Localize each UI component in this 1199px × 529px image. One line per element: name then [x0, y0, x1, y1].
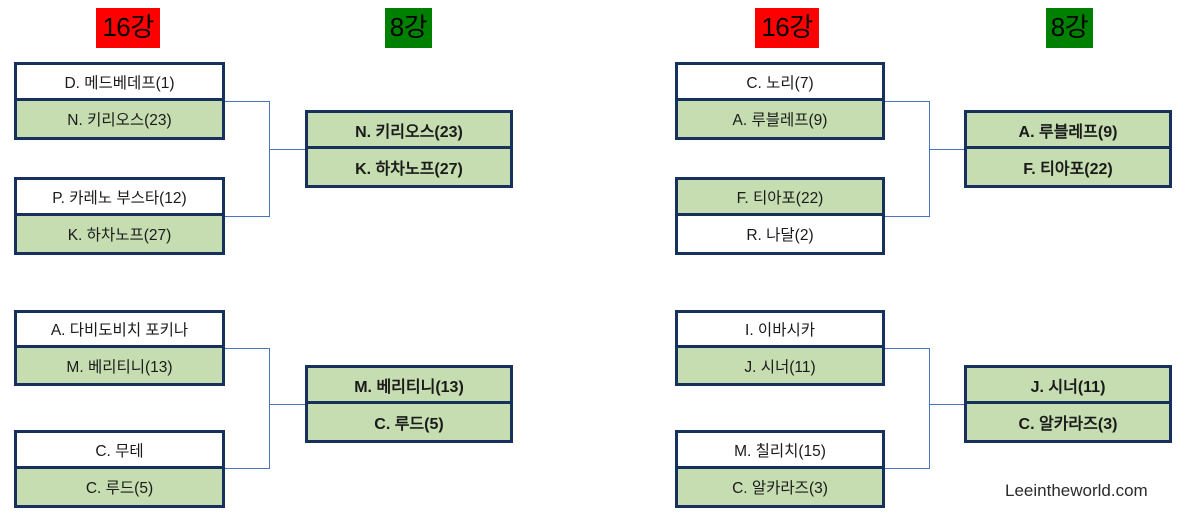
- match-slot[interactable]: N. 키리오스(23): [17, 101, 222, 137]
- match-slot[interactable]: N. 키리오스(23): [308, 113, 510, 149]
- connector-left-vertical-bottom: [269, 348, 270, 469]
- match-box-left-qf-1[interactable]: N. 키리오스(23) K. 하차노프(27): [305, 110, 513, 188]
- connector-right-to-qf1: [929, 149, 965, 150]
- match-slot[interactable]: C. 루드(5): [308, 404, 510, 440]
- match-slot[interactable]: K. 하차노프(27): [17, 216, 222, 252]
- match-slot[interactable]: C. 무테: [17, 433, 222, 469]
- match-box-left-qf-2[interactable]: M. 베리티니(13) C. 루드(5): [305, 365, 513, 443]
- match-box-right-r16-3[interactable]: I. 이바시카 J. 시너(11): [675, 310, 885, 386]
- round-header-right-quarter: 8강: [1046, 8, 1093, 48]
- connector-right-vertical-top: [929, 101, 930, 217]
- match-slot[interactable]: F. 티아포(22): [678, 180, 882, 216]
- match-box-right-r16-2[interactable]: F. 티아포(22) R. 나달(2): [675, 177, 885, 255]
- match-slot[interactable]: A. 다비도비치 포키나: [17, 313, 222, 348]
- round-header-right-round16: 16강: [755, 8, 819, 48]
- connector-left-m1: [225, 101, 270, 102]
- match-box-right-qf-2[interactable]: J. 시너(11) C. 알카라즈(3): [964, 365, 1172, 443]
- connector-right-m2: [885, 216, 930, 217]
- match-slot[interactable]: M. 베리티니(13): [308, 368, 510, 404]
- connector-left-to-qf1: [269, 149, 306, 150]
- match-box-left-r16-3[interactable]: A. 다비도비치 포키나 M. 베리티니(13): [14, 310, 225, 386]
- match-box-right-r16-1[interactable]: C. 노리(7) A. 루블레프(9): [675, 62, 885, 140]
- match-box-left-r16-2[interactable]: P. 카레노 부스타(12) K. 하차노프(27): [14, 177, 225, 255]
- match-box-right-r16-4[interactable]: M. 칠리치(15) C. 알카라즈(3): [675, 430, 885, 508]
- match-slot[interactable]: M. 칠리치(15): [678, 433, 882, 469]
- match-slot[interactable]: J. 시너(11): [967, 368, 1169, 404]
- match-box-left-r16-4[interactable]: C. 무테 C. 루드(5): [14, 430, 225, 508]
- match-slot[interactable]: P. 카레노 부스타(12): [17, 180, 222, 216]
- match-slot[interactable]: K. 하차노프(27): [308, 149, 510, 185]
- match-slot[interactable]: C. 알카라즈(3): [678, 469, 882, 505]
- match-slot[interactable]: D. 메드베데프(1): [17, 65, 222, 101]
- watermark-text: Leeintheworld.com: [1005, 481, 1148, 500]
- match-slot[interactable]: J. 시너(11): [678, 348, 882, 383]
- connector-left-m4: [225, 468, 270, 469]
- match-slot[interactable]: C. 루드(5): [17, 469, 222, 505]
- match-slot[interactable]: C. 노리(7): [678, 65, 882, 101]
- match-box-left-r16-1[interactable]: D. 메드베데프(1) N. 키리오스(23): [14, 62, 225, 140]
- match-slot[interactable]: M. 베리티니(13): [17, 348, 222, 383]
- match-slot[interactable]: I. 이바시카: [678, 313, 882, 348]
- connector-right-m4: [885, 468, 930, 469]
- connector-right-m3: [885, 348, 930, 349]
- connector-left-vertical-top: [269, 101, 270, 217]
- match-slot[interactable]: R. 나달(2): [678, 216, 882, 252]
- connector-left-m2: [225, 216, 270, 217]
- match-slot[interactable]: F. 티아포(22): [967, 149, 1169, 185]
- round-header-left-round16: 16강: [96, 8, 160, 48]
- match-slot[interactable]: A. 루블레프(9): [967, 113, 1169, 149]
- connector-right-to-qf2: [929, 404, 965, 405]
- connector-right-m1: [885, 101, 930, 102]
- round-header-left-quarter: 8강: [385, 8, 432, 48]
- connector-right-vertical-bottom: [929, 348, 930, 469]
- match-slot[interactable]: C. 알카라즈(3): [967, 404, 1169, 440]
- connector-left-m3: [225, 348, 270, 349]
- connector-left-to-qf2: [269, 404, 306, 405]
- match-box-right-qf-1[interactable]: A. 루블레프(9) F. 티아포(22): [964, 110, 1172, 188]
- match-slot[interactable]: A. 루블레프(9): [678, 101, 882, 137]
